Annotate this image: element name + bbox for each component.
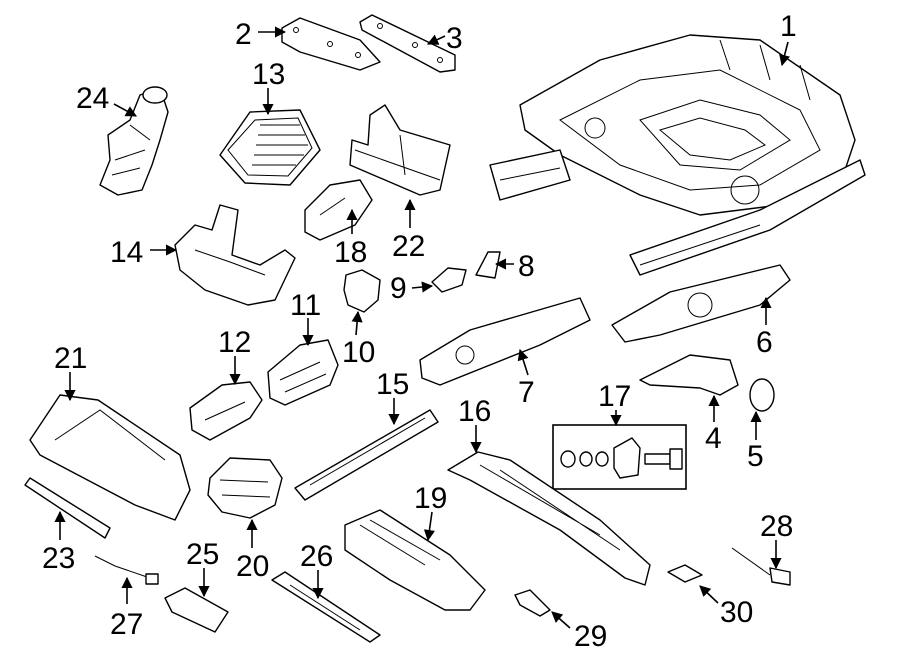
leader-29 [551, 611, 571, 629]
callout-6: 6 [756, 326, 773, 359]
leader-30 [699, 585, 719, 604]
part-10-actuator [343, 269, 381, 313]
callout-24: 24 [76, 82, 109, 115]
leader-9 [411, 281, 434, 293]
callout-21: 21 [54, 342, 87, 375]
callout-30: 30 [720, 596, 753, 629]
callout-5: 5 [747, 440, 764, 473]
callout-26: 26 [300, 540, 333, 573]
callout-14: 14 [110, 236, 143, 269]
callout-10: 10 [342, 336, 375, 369]
callout-27: 27 [110, 608, 143, 641]
callout-16: 16 [458, 395, 491, 428]
part-26-rail [271, 571, 381, 643]
part-27-wire [94, 555, 159, 585]
callout-11: 11 [290, 289, 321, 322]
callout-7: 7 [518, 376, 535, 409]
callout-3: 3 [446, 22, 463, 55]
part-11-motor-block [267, 339, 339, 406]
leader-24 [113, 103, 137, 117]
part-17-hardware-kit [552, 424, 687, 490]
part-19-motor-cylinder [344, 509, 486, 611]
leader-3 [426, 34, 446, 45]
callout-13: 13 [252, 58, 285, 91]
part-7-side-trim [419, 297, 591, 386]
part-6-side-trim [611, 264, 791, 343]
part-18-cover [304, 179, 373, 241]
part-28-rod [731, 547, 791, 586]
callout-2: 2 [235, 18, 252, 51]
part-15-rail [294, 409, 439, 501]
part-29-connector [514, 589, 551, 617]
callout-labels: 1 2 3 4 5 6 7 8 9 10 11 12 13 14 15 16 1… [42, 10, 797, 653]
leader-10 [351, 310, 363, 336]
callout-28: 28 [760, 510, 793, 543]
part-2-bracket [281, 17, 381, 71]
callout-12: 12 [218, 326, 251, 359]
callout-1: 1 [780, 10, 797, 43]
callout-18: 18 [334, 236, 367, 269]
part-23-strap [24, 477, 111, 539]
part-14-bracket [174, 204, 296, 306]
callout-9: 9 [390, 272, 407, 305]
part-1-seat-frame [489, 34, 866, 276]
part-24-motor [99, 86, 169, 196]
part-3-strip [359, 14, 456, 73]
callout-29: 29 [574, 620, 607, 653]
part-22-bracket [349, 104, 451, 196]
callout-23: 23 [42, 542, 75, 575]
callout-22: 22 [392, 230, 425, 263]
part-12-motor-block [189, 381, 263, 441]
part-30-clip [667, 564, 703, 583]
callout-20: 20 [236, 550, 269, 583]
part-8-clip [475, 251, 501, 279]
callout-17: 17 [598, 380, 631, 413]
part-9-clip [431, 267, 467, 293]
part-5-ring [749, 378, 775, 412]
part-16-track [447, 451, 651, 586]
callout-4: 4 [705, 422, 722, 455]
part-4-cover [639, 354, 739, 396]
callout-19: 19 [414, 482, 447, 515]
leader-19 [423, 511, 435, 542]
part-25-module [164, 587, 229, 633]
leader-7 [517, 348, 529, 376]
callout-8: 8 [518, 250, 535, 283]
callout-25: 25 [186, 538, 219, 571]
part-20-housing [207, 457, 283, 519]
leader-1 [779, 41, 790, 67]
part-13-control-module [219, 109, 321, 186]
callout-15: 15 [376, 368, 409, 401]
leader-lines [54, 26, 790, 629]
